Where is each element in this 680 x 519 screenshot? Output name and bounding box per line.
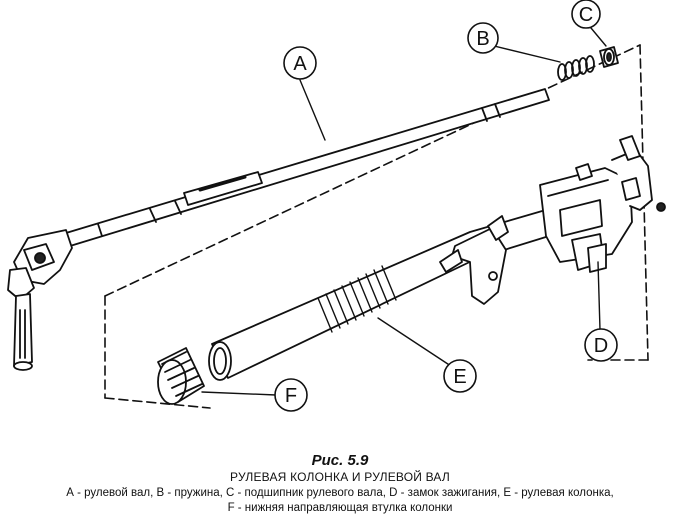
callout-label-f: F [285, 385, 297, 407]
callout-circles [274, 0, 618, 412]
figure-title: РУЛЕВАЯ КОЛОНКА И РУЛЕВОЙ ВАЛ [230, 470, 450, 484]
callout-label-a: A [293, 53, 307, 75]
callout-label-e: E [453, 366, 466, 388]
column-corrugation [317, 265, 397, 333]
callout-circle-a [283, 46, 317, 80]
steering-shaft [65, 88, 550, 247]
callout-label-b: B [476, 28, 489, 50]
callout-leaders [201, 21, 607, 396]
figure-number: Рис. 5.9 [311, 452, 369, 469]
figure-legend-line-1: А - рулевой вал, В - пружина, С - подшип… [66, 487, 614, 499]
steering-column-diagram: A B C D E F [7, 0, 666, 412]
figure-legend-line-2: F - нижняя направляющая втулка колонки [227, 502, 453, 514]
callout-circle-d [584, 328, 618, 362]
universal-joint [7, 229, 73, 371]
callout-label-d: D [594, 335, 608, 357]
lower-guide-bushing [157, 347, 205, 405]
callout-circle-c [571, 0, 601, 29]
callout-circle-e [443, 359, 477, 393]
callout-circle-f [274, 378, 308, 412]
shaft-bearing [599, 46, 619, 68]
callout-label-c: C [579, 4, 593, 26]
steering-column [208, 199, 589, 381]
callout-circle-b [467, 22, 499, 54]
spring [557, 55, 595, 81]
ignition-lock-housing [539, 135, 666, 273]
